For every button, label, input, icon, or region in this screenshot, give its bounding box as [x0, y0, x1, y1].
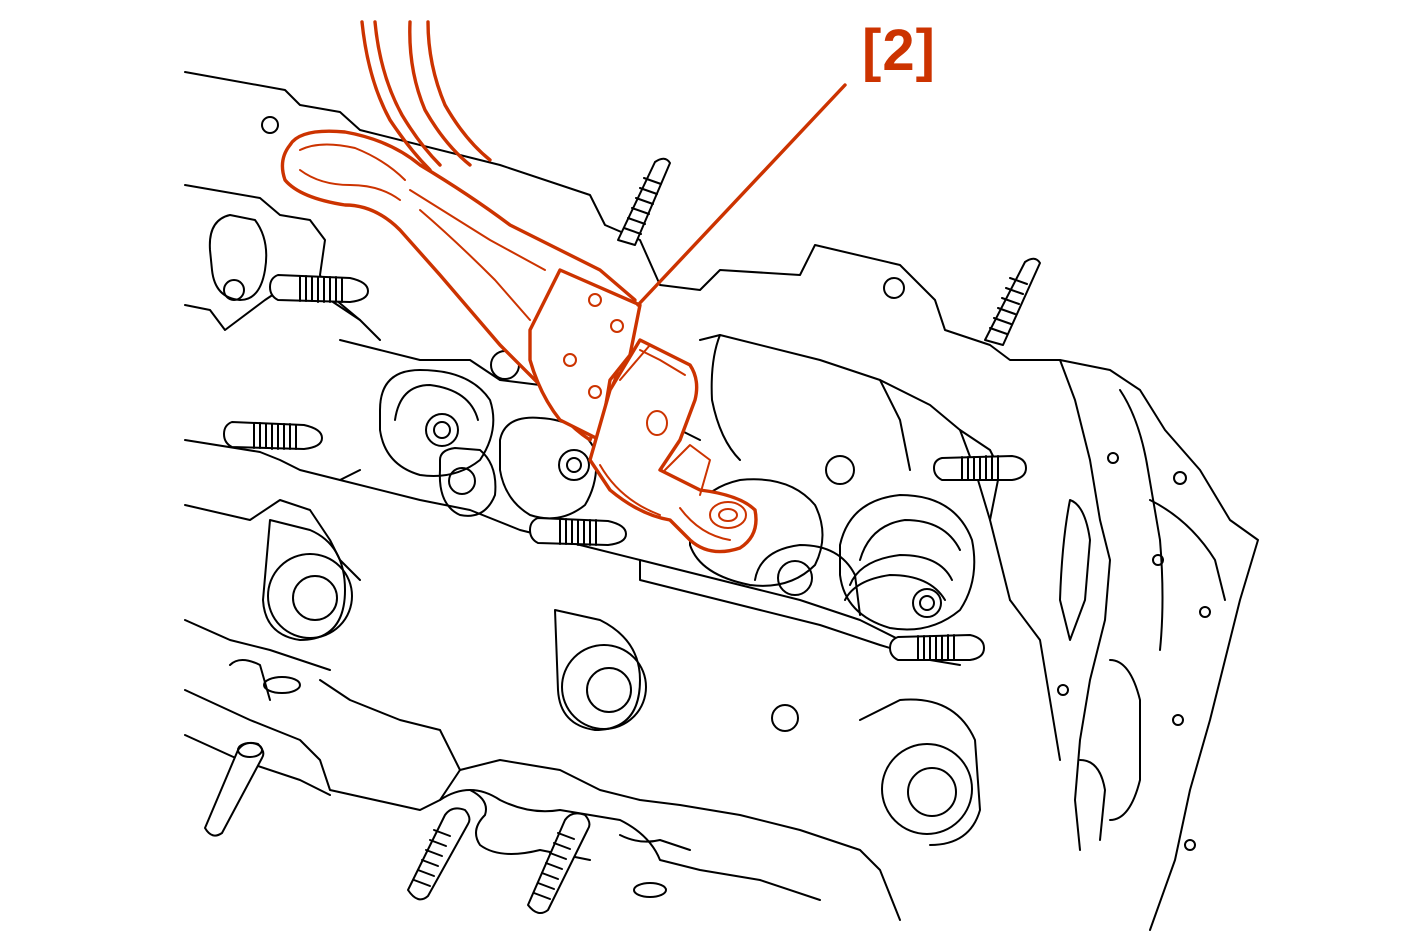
cylinder-head-icon — [184, 71, 1259, 931]
leader-line-icon — [636, 83, 847, 307]
camshaft-locking-tool-icon — [280, 20, 758, 554]
stud-icon — [204, 157, 1041, 915]
callout-label: [2] — [862, 18, 936, 83]
